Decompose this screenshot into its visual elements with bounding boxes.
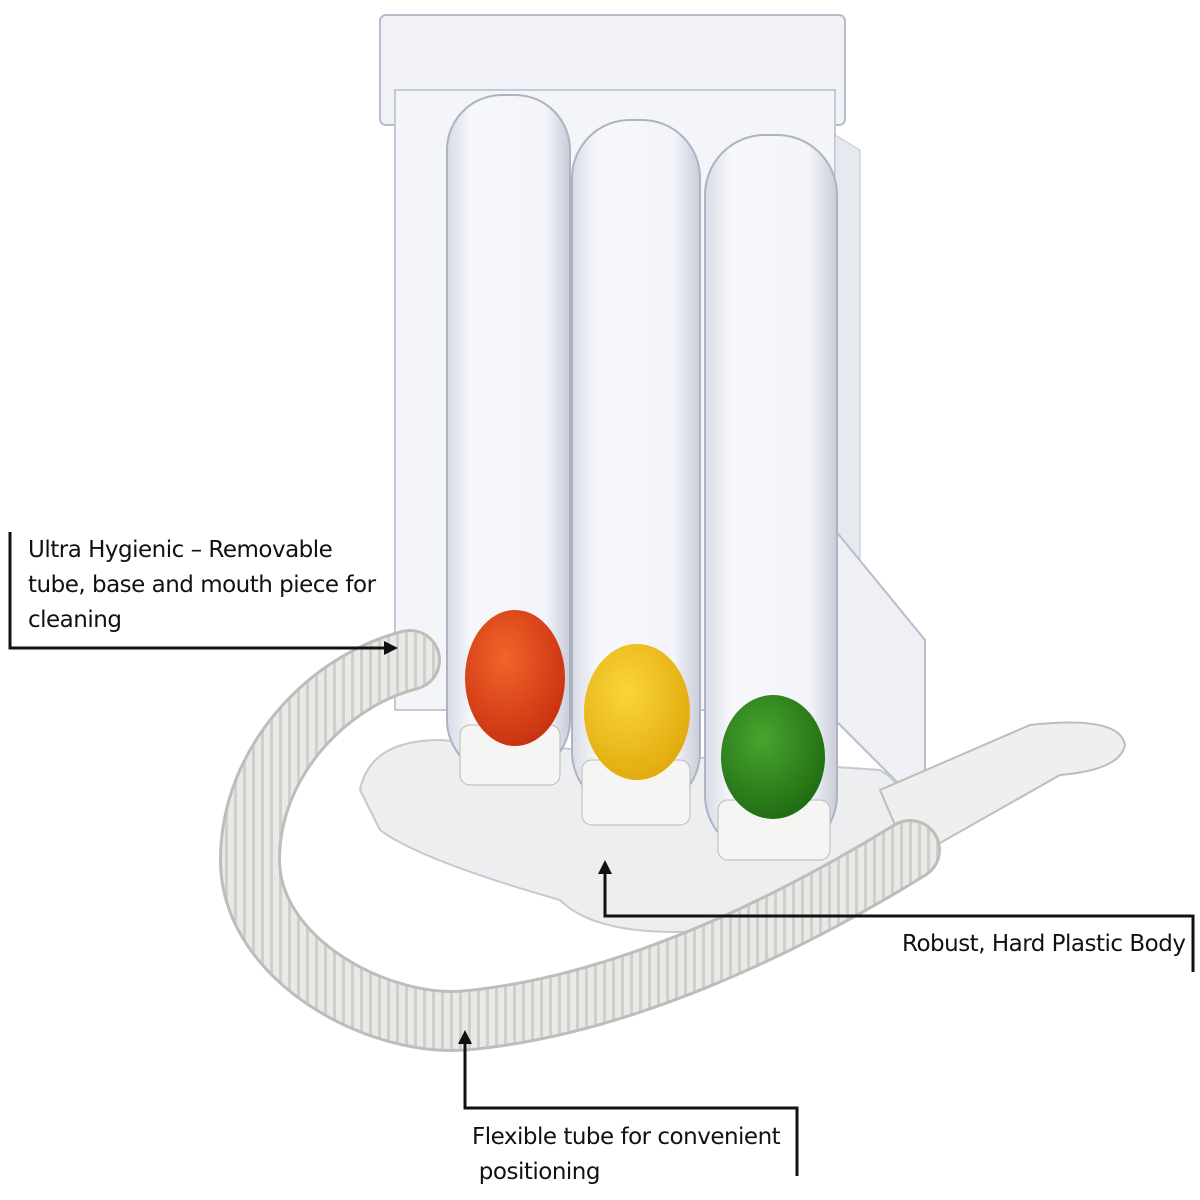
hose-ribbing: [221, 632, 938, 1049]
mouthpiece: [878, 721, 1127, 862]
yellow-ball: [584, 644, 690, 780]
callout-hygienic-text: Ultra Hygienic – Removable tube, base an…: [28, 533, 376, 638]
arrow-up-icon: [458, 1030, 472, 1044]
callout-line: Flexible tube for convenient: [472, 1124, 781, 1150]
callout-tube-text: Flexible tube for convenient positioning: [472, 1120, 781, 1190]
arrow-up-icon: [598, 860, 612, 874]
callout-body-line: [598, 860, 1195, 972]
callout-line: Robust, Hard Plastic Body: [902, 931, 1186, 957]
callout-body-text: Robust, Hard Plastic Body: [902, 927, 1186, 962]
callout-hygienic-line: [8, 532, 398, 655]
callout-line: Ultra Hygienic – Removable: [28, 537, 333, 563]
callout-line: cleaning: [28, 607, 122, 633]
callout-tube-line: [458, 1030, 799, 1176]
green-ball: [721, 695, 825, 819]
callout-line: tube, base and mouth piece for: [28, 572, 376, 598]
callout-line: positioning: [472, 1159, 601, 1185]
arrow-right-icon: [384, 641, 398, 655]
chamber-tubes: [446, 94, 838, 856]
red-ball: [465, 610, 565, 746]
